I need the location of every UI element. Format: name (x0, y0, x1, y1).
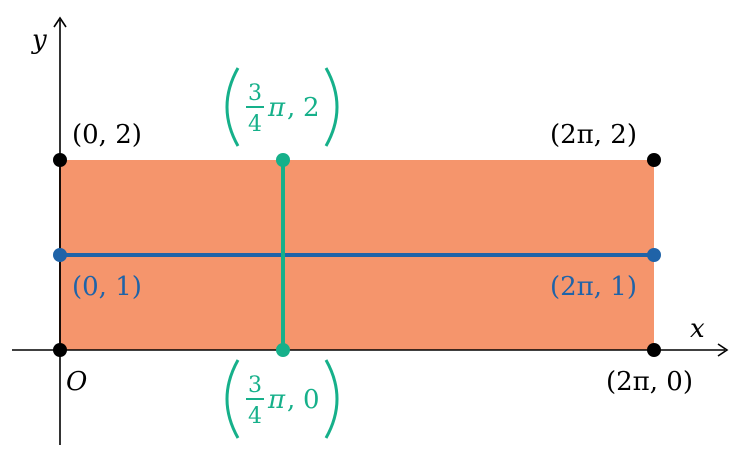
label-2pi-0: (2π, 0) (606, 367, 693, 397)
point-34pi-2 (276, 153, 290, 167)
frac-num-top: 3 (248, 81, 262, 106)
y-axis-label: y (31, 25, 47, 55)
paren-right-top (324, 67, 339, 147)
y-top: 2 (303, 93, 320, 123)
point-34pi-0 (276, 343, 290, 357)
point-2pi-2 (647, 153, 661, 167)
point-2pi-0 (647, 343, 661, 357)
paren-right-bottom (324, 359, 339, 439)
y-axis-arrow (53, 16, 67, 28)
point-0-2 (53, 153, 67, 167)
point-origin (53, 343, 67, 357)
comma-bottom: , (287, 385, 295, 415)
point-2pi-1 (647, 248, 661, 262)
origin-label: O (66, 367, 87, 397)
comma-top: , (287, 93, 295, 123)
pi-top: π (267, 93, 286, 123)
label-0-1: (0, 1) (72, 272, 142, 302)
paren-left-top (225, 67, 240, 147)
label-34pi-0: 3 4 π , 0 (225, 359, 339, 439)
y-bottom: 0 (303, 385, 320, 415)
label-2pi-1: (2π, 1) (550, 272, 637, 302)
frac-num-bottom: 3 (248, 373, 262, 398)
pi-bottom: π (267, 385, 286, 415)
paren-left-bottom (225, 359, 240, 439)
label-34pi-2: 3 4 π , 2 (225, 67, 339, 147)
x-axis-label: x (690, 314, 705, 344)
frac-den-top: 4 (248, 112, 262, 137)
point-0-1 (53, 248, 67, 262)
x-axis-arrow (717, 343, 729, 357)
label-0-2: (0, 2) (72, 120, 142, 150)
frac-den-bottom: 4 (248, 404, 262, 429)
label-2pi-2: (2π, 2) (550, 120, 637, 150)
